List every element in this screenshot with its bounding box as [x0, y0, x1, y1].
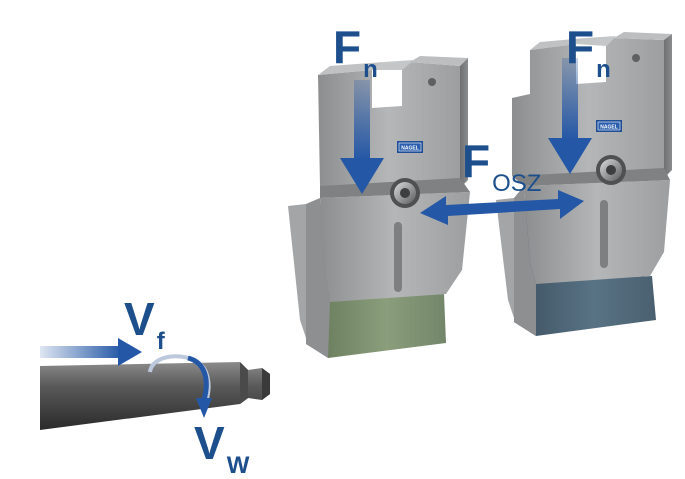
- vw-sub: W: [226, 452, 250, 479]
- right-shoe-ledge: [512, 168, 670, 186]
- right-bolt-socket: [606, 165, 616, 175]
- right-shoe-side-block: [496, 198, 514, 318]
- fn-right-label: Fn: [566, 21, 611, 82]
- vw-main: V: [194, 417, 225, 469]
- honing-diagram: NAGEL NAGEL: [40, 32, 672, 430]
- left-shoe-side-block: [288, 204, 306, 338]
- right-shoe-right-face: [664, 34, 672, 178]
- left-guide-slot: [394, 222, 402, 292]
- left-mount-hole: [428, 78, 436, 86]
- shaft-collar: [240, 362, 248, 404]
- left-nagel-logo: NAGEL: [397, 141, 423, 153]
- vf-sub: f: [156, 328, 165, 355]
- left-honing-shoe: NAGEL: [288, 56, 470, 358]
- left-shoe-right-face: [460, 58, 468, 188]
- left-shoe-top-edge: [318, 62, 384, 75]
- left-stone: [326, 294, 446, 358]
- right-slot-top: [576, 36, 616, 46]
- vf-arrow: [40, 338, 142, 366]
- fn-left-arrow: [340, 80, 384, 194]
- left-shoe-lower-left-face: [306, 198, 330, 358]
- honing-shaft: [40, 362, 270, 430]
- fosz-main: F: [462, 135, 491, 187]
- fn-right-sub: n: [596, 56, 611, 83]
- left-slot-top: [372, 60, 414, 70]
- fosz-label: FOSZ: [462, 135, 541, 196]
- fn-left-sub: n: [363, 56, 378, 83]
- fosz-double-arrow: [420, 190, 584, 225]
- fn-right-arrow: [548, 58, 592, 174]
- left-shoe-top-edge-right: [410, 56, 468, 66]
- fosz-sub: OSZ: [492, 170, 542, 197]
- vw-arc: [187, 355, 209, 401]
- right-guide-slot: [600, 200, 608, 268]
- fn-left-label: Fn: [333, 21, 378, 82]
- right-nagel-logo: NAGEL: [596, 120, 622, 132]
- right-logo-text: NAGEL: [600, 125, 618, 131]
- right-shoe-upper-body: [512, 38, 664, 184]
- vf-label: Vf: [124, 293, 165, 354]
- vf-main: V: [124, 293, 155, 345]
- fn-left-main: F: [333, 21, 362, 73]
- vw-arrowhead: [196, 398, 212, 418]
- right-stone: [532, 276, 656, 336]
- shaft-tip: [262, 368, 270, 400]
- right-shoe-lower-left-face: [514, 186, 536, 336]
- right-mount-hole: [632, 54, 640, 62]
- right-shoe-top-edge-right: [614, 32, 672, 40]
- left-logo-text: NAGEL: [401, 146, 419, 152]
- fn-right-main: F: [566, 21, 595, 73]
- right-shoe-top-edge: [530, 38, 586, 50]
- right-shoe-lower-body: [524, 180, 670, 284]
- left-shoe-upper-body: [318, 62, 460, 196]
- shaft-body: [40, 362, 270, 430]
- vw-label: VW: [194, 417, 249, 478]
- vw-rotation-arrow: [148, 354, 212, 418]
- left-bolt-socket: [400, 188, 410, 198]
